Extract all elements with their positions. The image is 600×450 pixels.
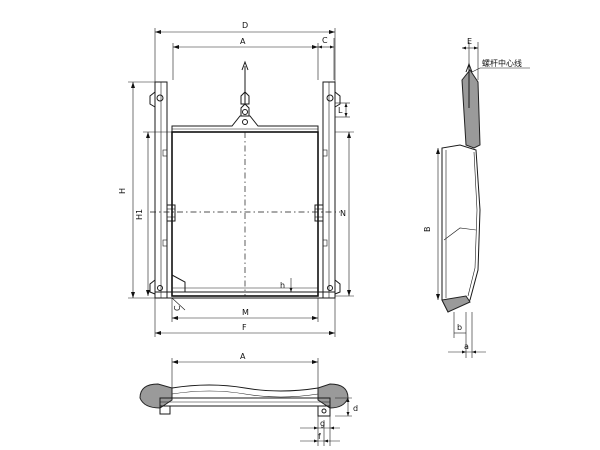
dim-label-D: D	[242, 21, 248, 30]
side-view: E 螺杆中心线 B b a	[423, 37, 530, 358]
dim-label-A-top: A	[240, 37, 246, 46]
dim-label-N: N	[340, 209, 346, 218]
dim-label-H1: H1	[135, 209, 144, 220]
plan-view: A d g f	[139, 352, 358, 446]
dim-label-h: h	[280, 281, 285, 290]
dim-label-f: f	[318, 432, 321, 441]
dim-label-A-bottom: A	[240, 352, 246, 361]
dim-label-F: F	[242, 323, 247, 332]
dim-label-g: g	[320, 419, 325, 428]
front-view: D A C	[118, 21, 354, 337]
dim-label-M: M	[242, 308, 249, 317]
dim-label-C-left: C	[173, 305, 182, 311]
dim-label-d: d	[353, 404, 358, 413]
dim-label-C-top: C	[322, 36, 328, 45]
screw-centerline-label: 螺杆中心线	[482, 58, 522, 68]
dim-label-H: H	[118, 188, 127, 194]
dim-label-L: L	[338, 106, 343, 115]
dim-label-b: b	[457, 323, 462, 332]
dim-label-E: E	[467, 37, 472, 46]
dim-label-a: a	[464, 342, 469, 351]
dim-label-B: B	[423, 227, 432, 233]
